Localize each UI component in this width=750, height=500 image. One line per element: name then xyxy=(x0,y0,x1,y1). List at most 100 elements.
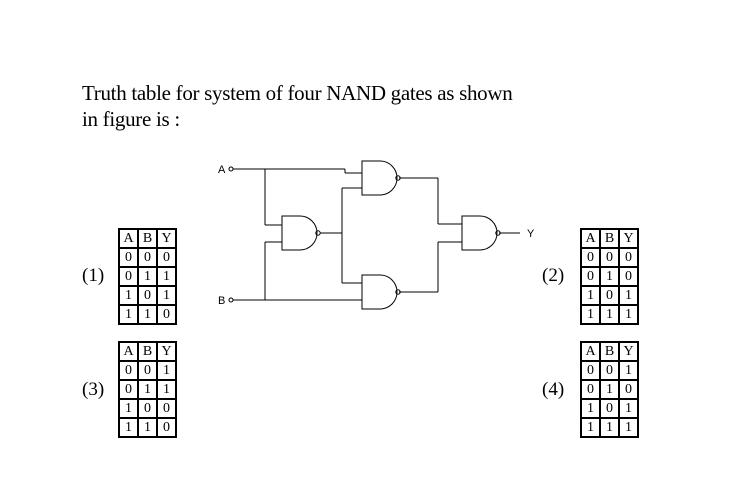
cell: 1 xyxy=(157,361,176,380)
cell: 1 xyxy=(619,305,638,324)
cell: 1 xyxy=(581,418,600,437)
header-cell: A xyxy=(119,342,138,361)
header-cell: B xyxy=(138,229,157,248)
header-cell: B xyxy=(138,342,157,361)
header-cell: Y xyxy=(157,342,176,361)
option-3-label: (3) xyxy=(82,379,105,400)
nand-gate-4-bubble xyxy=(495,230,501,236)
cell: 0 xyxy=(138,286,157,305)
nand-gate-3-bubble xyxy=(395,289,401,295)
cell: 0 xyxy=(138,399,157,418)
header-cell: A xyxy=(581,342,600,361)
table-row: 0 0 0 xyxy=(119,248,176,267)
input-b-label: B xyxy=(218,295,225,307)
option-4-truth-table[interactable]: A B Y 0 0 1 0 1 0 1 0 1 1 1 1 xyxy=(580,341,639,438)
cell: 0 xyxy=(157,248,176,267)
cell: 0 xyxy=(619,248,638,267)
table-row: 1 1 0 xyxy=(119,305,176,324)
table-row: 1 0 1 xyxy=(581,399,638,418)
table-header-row: A B Y xyxy=(119,229,176,248)
cell: 1 xyxy=(600,267,619,286)
cell: 0 xyxy=(119,267,138,286)
option-2-label: (2) xyxy=(542,265,565,286)
question-text: Truth table for system of four NAND gate… xyxy=(82,80,602,132)
header-cell: Y xyxy=(619,229,638,248)
cell: 0 xyxy=(119,380,138,399)
table-row: 1 1 0 xyxy=(119,418,176,437)
output-y-label: Y xyxy=(527,228,535,240)
input-a-label: A xyxy=(218,164,226,176)
cell: 1 xyxy=(619,286,638,305)
nand-gate-4 xyxy=(461,215,498,251)
cell: 1 xyxy=(138,305,157,324)
table-row: 0 1 0 xyxy=(581,380,638,399)
cell: 1 xyxy=(600,380,619,399)
table-header-row: A B Y xyxy=(581,342,638,361)
cell: 0 xyxy=(581,380,600,399)
cell: 1 xyxy=(157,286,176,305)
cell: 0 xyxy=(138,248,157,267)
cell: 1 xyxy=(157,380,176,399)
cell: 1 xyxy=(619,399,638,418)
option-3-truth-table[interactable]: A B Y 0 0 1 0 1 1 1 0 0 1 1 0 xyxy=(118,341,177,438)
cell: 1 xyxy=(600,305,619,324)
cell: 0 xyxy=(581,361,600,380)
cell: 0 xyxy=(581,248,600,267)
cell: 1 xyxy=(138,380,157,399)
header-cell: A xyxy=(119,229,138,248)
table-row: 1 1 1 xyxy=(581,305,638,324)
table-row: 0 0 0 xyxy=(581,248,638,267)
cell: 0 xyxy=(138,361,157,380)
question-line-2: in figure is : xyxy=(82,107,180,131)
question-line-1: Truth table for system of four NAND gate… xyxy=(82,81,513,105)
cell: 0 xyxy=(157,418,176,437)
cell: 0 xyxy=(119,248,138,267)
table-row: 0 1 1 xyxy=(119,267,176,286)
cell: 1 xyxy=(581,286,600,305)
option-1-label: (1) xyxy=(82,265,105,286)
table-row: 1 0 1 xyxy=(581,286,638,305)
table-row: 1 0 0 xyxy=(119,399,176,418)
table-row: 1 1 1 xyxy=(581,418,638,437)
header-cell: B xyxy=(600,229,619,248)
table-header-row: A B Y xyxy=(119,342,176,361)
cell: 0 xyxy=(581,267,600,286)
cell: 1 xyxy=(619,418,638,437)
cell: 1 xyxy=(119,399,138,418)
cell: 1 xyxy=(138,267,157,286)
header-cell: B xyxy=(600,342,619,361)
cell: 1 xyxy=(138,418,157,437)
cell: 0 xyxy=(600,399,619,418)
table-row: 1 0 1 xyxy=(119,286,176,305)
nand-gate-2-bubble xyxy=(395,175,401,181)
option-4-label: (4) xyxy=(542,379,565,400)
header-cell: A xyxy=(581,229,600,248)
cell: 1 xyxy=(119,286,138,305)
nand-gate-3 xyxy=(361,274,398,310)
cell: 0 xyxy=(157,305,176,324)
cell: 0 xyxy=(157,399,176,418)
cell: 0 xyxy=(600,361,619,380)
cell: 1 xyxy=(581,399,600,418)
header-cell: Y xyxy=(619,342,638,361)
option-2-truth-table[interactable]: A B Y 0 0 0 0 1 0 1 0 1 1 1 1 xyxy=(580,228,639,325)
cell: 0 xyxy=(619,380,638,399)
table-row: 0 1 1 xyxy=(119,380,176,399)
cell: 1 xyxy=(581,305,600,324)
nand-gate-2 xyxy=(361,160,398,196)
nand-gate-1 xyxy=(281,215,318,251)
terminal-b xyxy=(228,297,234,303)
cell: 0 xyxy=(600,286,619,305)
cell: 0 xyxy=(619,267,638,286)
table-header-row: A B Y xyxy=(581,229,638,248)
cell: 1 xyxy=(157,267,176,286)
table-row: 0 1 0 xyxy=(581,267,638,286)
cell: 1 xyxy=(119,305,138,324)
option-1-truth-table[interactable]: A B Y 0 0 0 0 1 1 1 0 1 1 1 0 xyxy=(118,228,177,325)
table-row: 0 0 1 xyxy=(119,361,176,380)
cell: 1 xyxy=(619,361,638,380)
nand-gate-1-bubble xyxy=(315,230,321,236)
terminal-a xyxy=(228,166,234,172)
cell: 0 xyxy=(119,361,138,380)
